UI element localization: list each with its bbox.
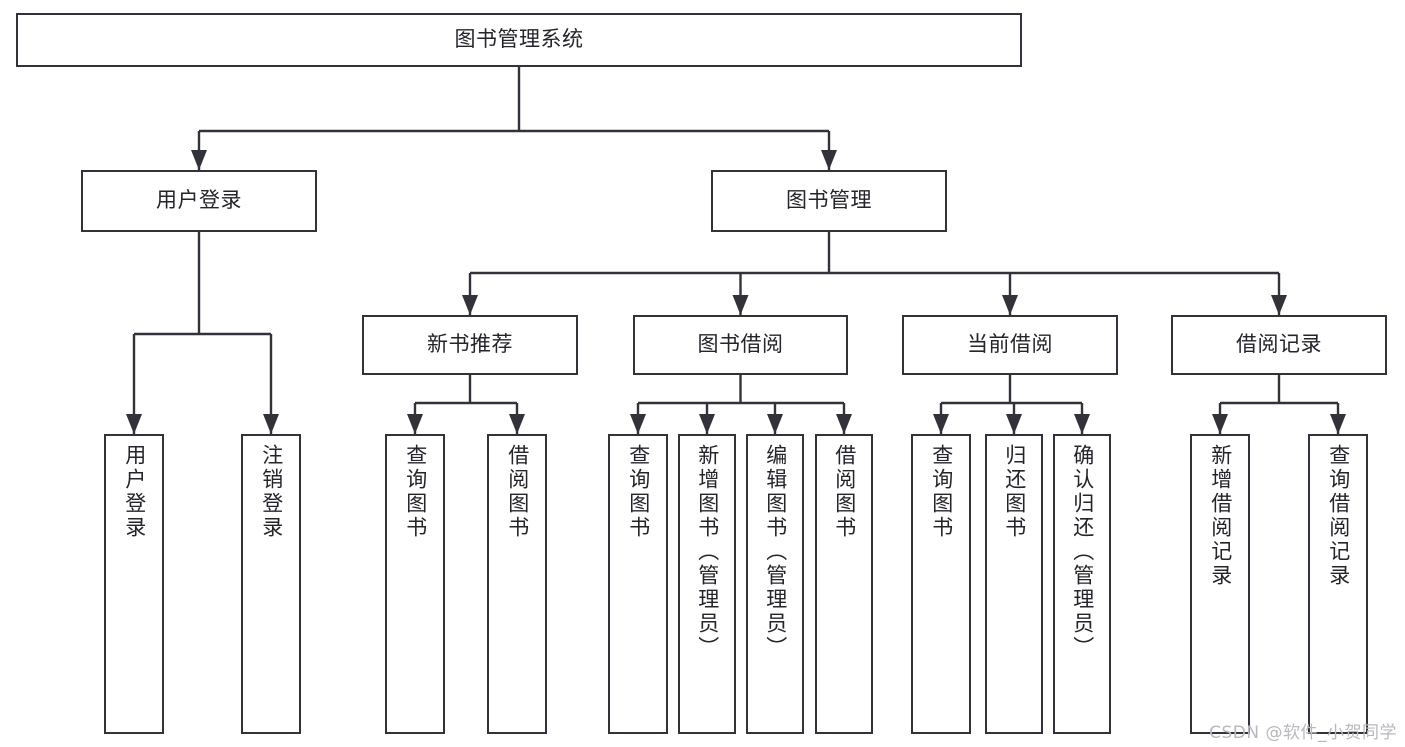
watermark-label: CSDN @软件_小贺同学 (1209, 723, 1397, 743)
connector-arrow (767, 414, 783, 434)
node-label-leaf-borrow-book-1: 借阅图书 (505, 444, 530, 540)
node-label-leaf-logout: 注销登录 (259, 444, 284, 540)
node-label-user-login: 用户登录 (156, 188, 242, 213)
connector-arrow (509, 414, 525, 434)
node-label-leaf-query-book-3: 查询图书 (929, 444, 954, 540)
node-leaf-query-record[interactable]: 查询借阅记录 (1308, 434, 1368, 734)
node-leaf-return-book[interactable]: 归还图书 (985, 434, 1043, 734)
node-leaf-confirm-return[interactable]: 确认归还（管理员） (1053, 434, 1111, 734)
connector-arrow (1006, 414, 1022, 434)
node-leaf-add-record[interactable]: 新增借阅记录 (1190, 434, 1250, 734)
connector-arrow (1271, 295, 1287, 315)
node-label-borrow-record: 借阅记录 (1236, 332, 1322, 357)
node-label-leaf-confirm-return: 确认归还（管理员） (1070, 444, 1095, 660)
node-root[interactable]: 图书管理系统 (16, 13, 1022, 67)
connector-arrow (1330, 414, 1346, 434)
connector-arrow (126, 414, 142, 434)
node-user-login[interactable]: 用户登录 (81, 170, 317, 232)
node-current-borrow[interactable]: 当前借阅 (902, 315, 1118, 375)
connector-arrow (732, 295, 749, 315)
node-leaf-borrow-book-1[interactable]: 借阅图书 (487, 434, 547, 734)
connector-arrow (263, 414, 279, 434)
node-leaf-query-book-3[interactable]: 查询图书 (911, 434, 971, 734)
node-label-leaf-add-record: 新增借阅记录 (1208, 444, 1233, 588)
node-label-current-borrow: 当前借阅 (967, 332, 1053, 357)
node-leaf-logout[interactable]: 注销登录 (241, 434, 301, 734)
node-label-leaf-query-book-1: 查询图书 (403, 444, 428, 540)
node-label-leaf-edit-book: 编辑图书（管理员） (763, 444, 788, 660)
connector-arrow (1212, 414, 1228, 434)
node-leaf-edit-book[interactable]: 编辑图书（管理员） (746, 434, 804, 734)
node-label-root: 图书管理系统 (454, 27, 584, 52)
node-new-book-recommend[interactable]: 新书推荐 (362, 315, 578, 375)
connector-arrow (1074, 414, 1090, 434)
connector-arrow (630, 414, 646, 434)
node-label-leaf-query-record: 查询借阅记录 (1326, 444, 1351, 588)
node-label-book-manage: 图书管理 (786, 188, 872, 213)
node-leaf-query-book-1[interactable]: 查询图书 (385, 434, 445, 734)
node-label-book-borrow: 图书借阅 (697, 332, 784, 357)
node-book-borrow[interactable]: 图书借阅 (633, 315, 848, 375)
node-label-leaf-return-book: 归还图书 (1002, 444, 1027, 540)
node-label-new-book-recommend: 新书推荐 (427, 332, 513, 357)
node-label-leaf-user-login: 用户登录 (122, 444, 147, 540)
node-leaf-query-book-2[interactable]: 查询图书 (608, 434, 668, 734)
node-leaf-borrow-book-2[interactable]: 借阅图书 (815, 434, 873, 734)
node-borrow-record[interactable]: 借阅记录 (1171, 315, 1387, 375)
node-label-leaf-query-book-2: 查询图书 (626, 444, 651, 540)
connector-arrow (933, 414, 949, 434)
connector-arrow (821, 150, 837, 170)
connector-arrow (1002, 295, 1018, 315)
connector-arrow (191, 150, 207, 170)
connector-arrow (462, 295, 478, 315)
connector-arrow (699, 414, 715, 434)
node-leaf-user-login[interactable]: 用户登录 (104, 434, 164, 734)
connector-arrow (836, 414, 852, 434)
node-leaf-add-book[interactable]: 新增图书（管理员） (678, 434, 736, 734)
connector-arrow (407, 414, 423, 434)
node-book-manage[interactable]: 图书管理 (711, 170, 947, 232)
node-label-leaf-add-book: 新增图书（管理员） (695, 444, 720, 660)
node-label-leaf-borrow-book-2: 借阅图书 (832, 444, 857, 540)
